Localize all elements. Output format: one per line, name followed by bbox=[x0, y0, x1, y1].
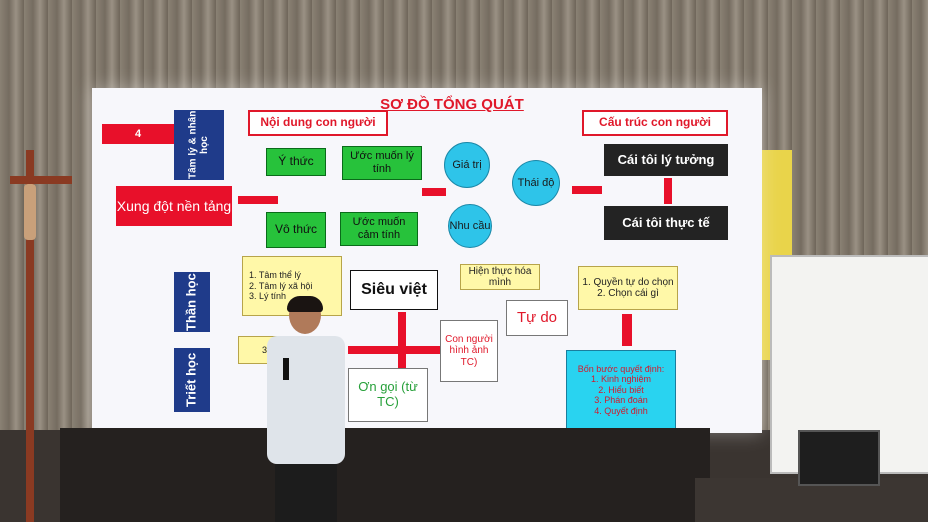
stage-podium bbox=[60, 428, 710, 522]
arrow-center-left bbox=[422, 188, 446, 196]
conflict-box: Xung đột nền tảng bbox=[116, 186, 232, 226]
box-y-thuc: Ý thức bbox=[266, 148, 326, 176]
side-label-theology: Thần học bbox=[174, 272, 210, 332]
projection-screen: SƠ ĐỒ TỔNG QUÁT 4 Tâm lý & nhân học Thần… bbox=[92, 88, 762, 433]
box-on-goi: Ơn gọi (từ TC) bbox=[348, 368, 428, 422]
list-item: 4. Quyết định bbox=[594, 405, 648, 416]
cross-arrow-horizontal bbox=[348, 346, 458, 354]
laptop bbox=[798, 430, 880, 486]
list-item: 3. Phán đoán bbox=[594, 395, 648, 406]
circle-nhu-cau: Nhu cầu bbox=[448, 204, 492, 248]
arrow-conflict bbox=[238, 196, 278, 204]
side-label-psychology: Tâm lý & nhân học bbox=[174, 110, 224, 180]
list-item: 1. Tâm thể lý bbox=[249, 270, 301, 281]
slide-title: SƠ ĐỒ TỔNG QUÁT bbox=[380, 96, 524, 114]
list-item: 1. Quyền tự do chọn bbox=[582, 276, 674, 288]
header-left: Nội dung con người bbox=[248, 110, 388, 136]
box-hien-thuc-hoa: Hiện thực hóa mình bbox=[460, 264, 540, 290]
box-con-nguoi: Con người hình ảnh TC) bbox=[440, 320, 498, 382]
box-vo-thuc: Vô thức bbox=[266, 212, 326, 248]
box-cai-toi-thuc-te: Cái tôi thực tế bbox=[604, 206, 728, 240]
circle-thai-do: Thái độ bbox=[512, 160, 560, 206]
arrow-center-right bbox=[572, 186, 602, 194]
header-right: Cấu trúc con người bbox=[582, 110, 728, 136]
cross-arrow-vertical bbox=[398, 312, 406, 374]
list-item: 3. Lý tính bbox=[249, 291, 287, 302]
list-item: 2. Hiểu biết bbox=[598, 384, 644, 395]
box-tu-do: Tự do bbox=[506, 300, 568, 336]
bon-buoc-title: Bốn bước quyết định: bbox=[577, 364, 665, 375]
box-sieu-viet: Siêu việt bbox=[350, 270, 438, 310]
arrow-down bbox=[622, 314, 632, 346]
list-item: 2. Chọn cái gì bbox=[597, 288, 659, 299]
presenter bbox=[255, 296, 355, 522]
circle-gia-tri: Giá trị bbox=[444, 142, 490, 188]
list-item: 1. Kinh nghiệm bbox=[590, 374, 652, 385]
box-bon-buoc: Bốn bước quyết định: 1. Kinh nghiệm 2. H… bbox=[566, 350, 676, 430]
crucifix bbox=[10, 150, 72, 522]
list-item: 2. Tâm lý xã hội bbox=[249, 280, 313, 291]
box-cai-toi-ly-tuong: Cái tôi lý tưởng bbox=[604, 144, 728, 176]
box-quyen-tu-do: 1. Quyền tự do chọn 2. Chọn cái gì bbox=[578, 266, 678, 310]
box-uoc-muon-cam-tinh: Ước muốn cảm tính bbox=[340, 212, 418, 246]
side-label-philosophy: Triết học bbox=[174, 348, 210, 412]
box-uoc-muon-ly-tinh: Ước muốn lý tính bbox=[342, 146, 422, 180]
arrow-ideal-real bbox=[664, 178, 672, 204]
slide-number: 4 bbox=[102, 124, 174, 144]
